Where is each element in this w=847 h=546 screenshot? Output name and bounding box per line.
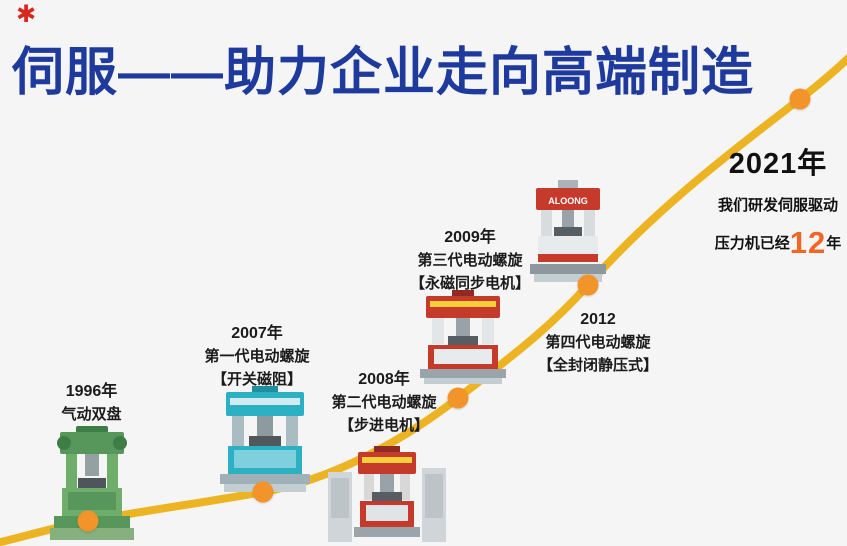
milestone-dot-1996 bbox=[77, 510, 99, 532]
years-count-highlight: 12 bbox=[789, 225, 827, 260]
milestone-year: 2007年 bbox=[231, 325, 283, 342]
milestone-year: 2021年 bbox=[728, 148, 828, 180]
milestone-dot-2021 bbox=[789, 88, 811, 110]
milestone-year: 2009年 bbox=[444, 229, 496, 246]
milestone-2009: 2009年 第三代电动螺旋 【永磁同步电机】 bbox=[400, 226, 540, 295]
milestone-dot-2012 bbox=[577, 274, 599, 296]
milestone-dot-2008 bbox=[447, 387, 469, 409]
milestone-subdescription: 【步进电机】 bbox=[338, 417, 429, 434]
milestone-description: 第二代电动螺旋 bbox=[331, 394, 437, 411]
milestone-2008: 2008年 第二代电动螺旋 【步进电机】 bbox=[320, 368, 448, 437]
milestone-description: 我们研发伺服驱动 bbox=[717, 197, 838, 214]
press-machine-2012-illustration: ALOONG bbox=[530, 180, 606, 282]
milestone-year: 2008年 bbox=[358, 371, 410, 388]
milestone-1996: 1996年 气动双盘 bbox=[34, 380, 149, 426]
milestone-description: 第四代电动螺旋 bbox=[545, 334, 651, 351]
logo-mark: ✱ bbox=[16, 1, 37, 28]
press-machine-2007-illustration bbox=[220, 386, 310, 492]
press-machine-2009-illustration bbox=[420, 290, 506, 384]
milestone-2021: 2021年 我们研发伺服驱动 压力机已经12年 bbox=[700, 140, 847, 261]
milestone-dot-2007 bbox=[252, 481, 274, 503]
milestone-subdescription: 压力机已经12年 bbox=[700, 225, 847, 261]
milestone-2012: 2012 第四代电动螺旋 【全封闭静压式】 bbox=[528, 308, 668, 377]
milestone-description: 第三代电动螺旋 bbox=[417, 252, 523, 269]
years-text-prefix: 压力机已经 bbox=[714, 235, 790, 252]
years-text-suffix: 年 bbox=[826, 235, 842, 252]
milestone-year: 2012 bbox=[580, 311, 616, 328]
milestone-subdescription: 【开关磁阻】 bbox=[211, 371, 302, 388]
milestone-year: 1996年 bbox=[65, 383, 118, 400]
milestone-subdescription: 【全封闭静压式】 bbox=[537, 357, 658, 374]
milestone-2007: 2007年 第一代电动螺旋 【开关磁阻】 bbox=[192, 322, 322, 391]
milestone-subdescription: 【永磁同步电机】 bbox=[409, 275, 530, 292]
milestone-description: 气动双盘 bbox=[61, 406, 122, 423]
machine-brand-label: ALOONG bbox=[548, 196, 588, 206]
press-machine-2008-illustration bbox=[328, 446, 446, 542]
press-machine-1996-illustration bbox=[50, 426, 134, 540]
page-title: 伺服——助力企业走向高端制造 bbox=[12, 44, 755, 102]
milestone-description: 第一代电动螺旋 bbox=[204, 348, 310, 365]
